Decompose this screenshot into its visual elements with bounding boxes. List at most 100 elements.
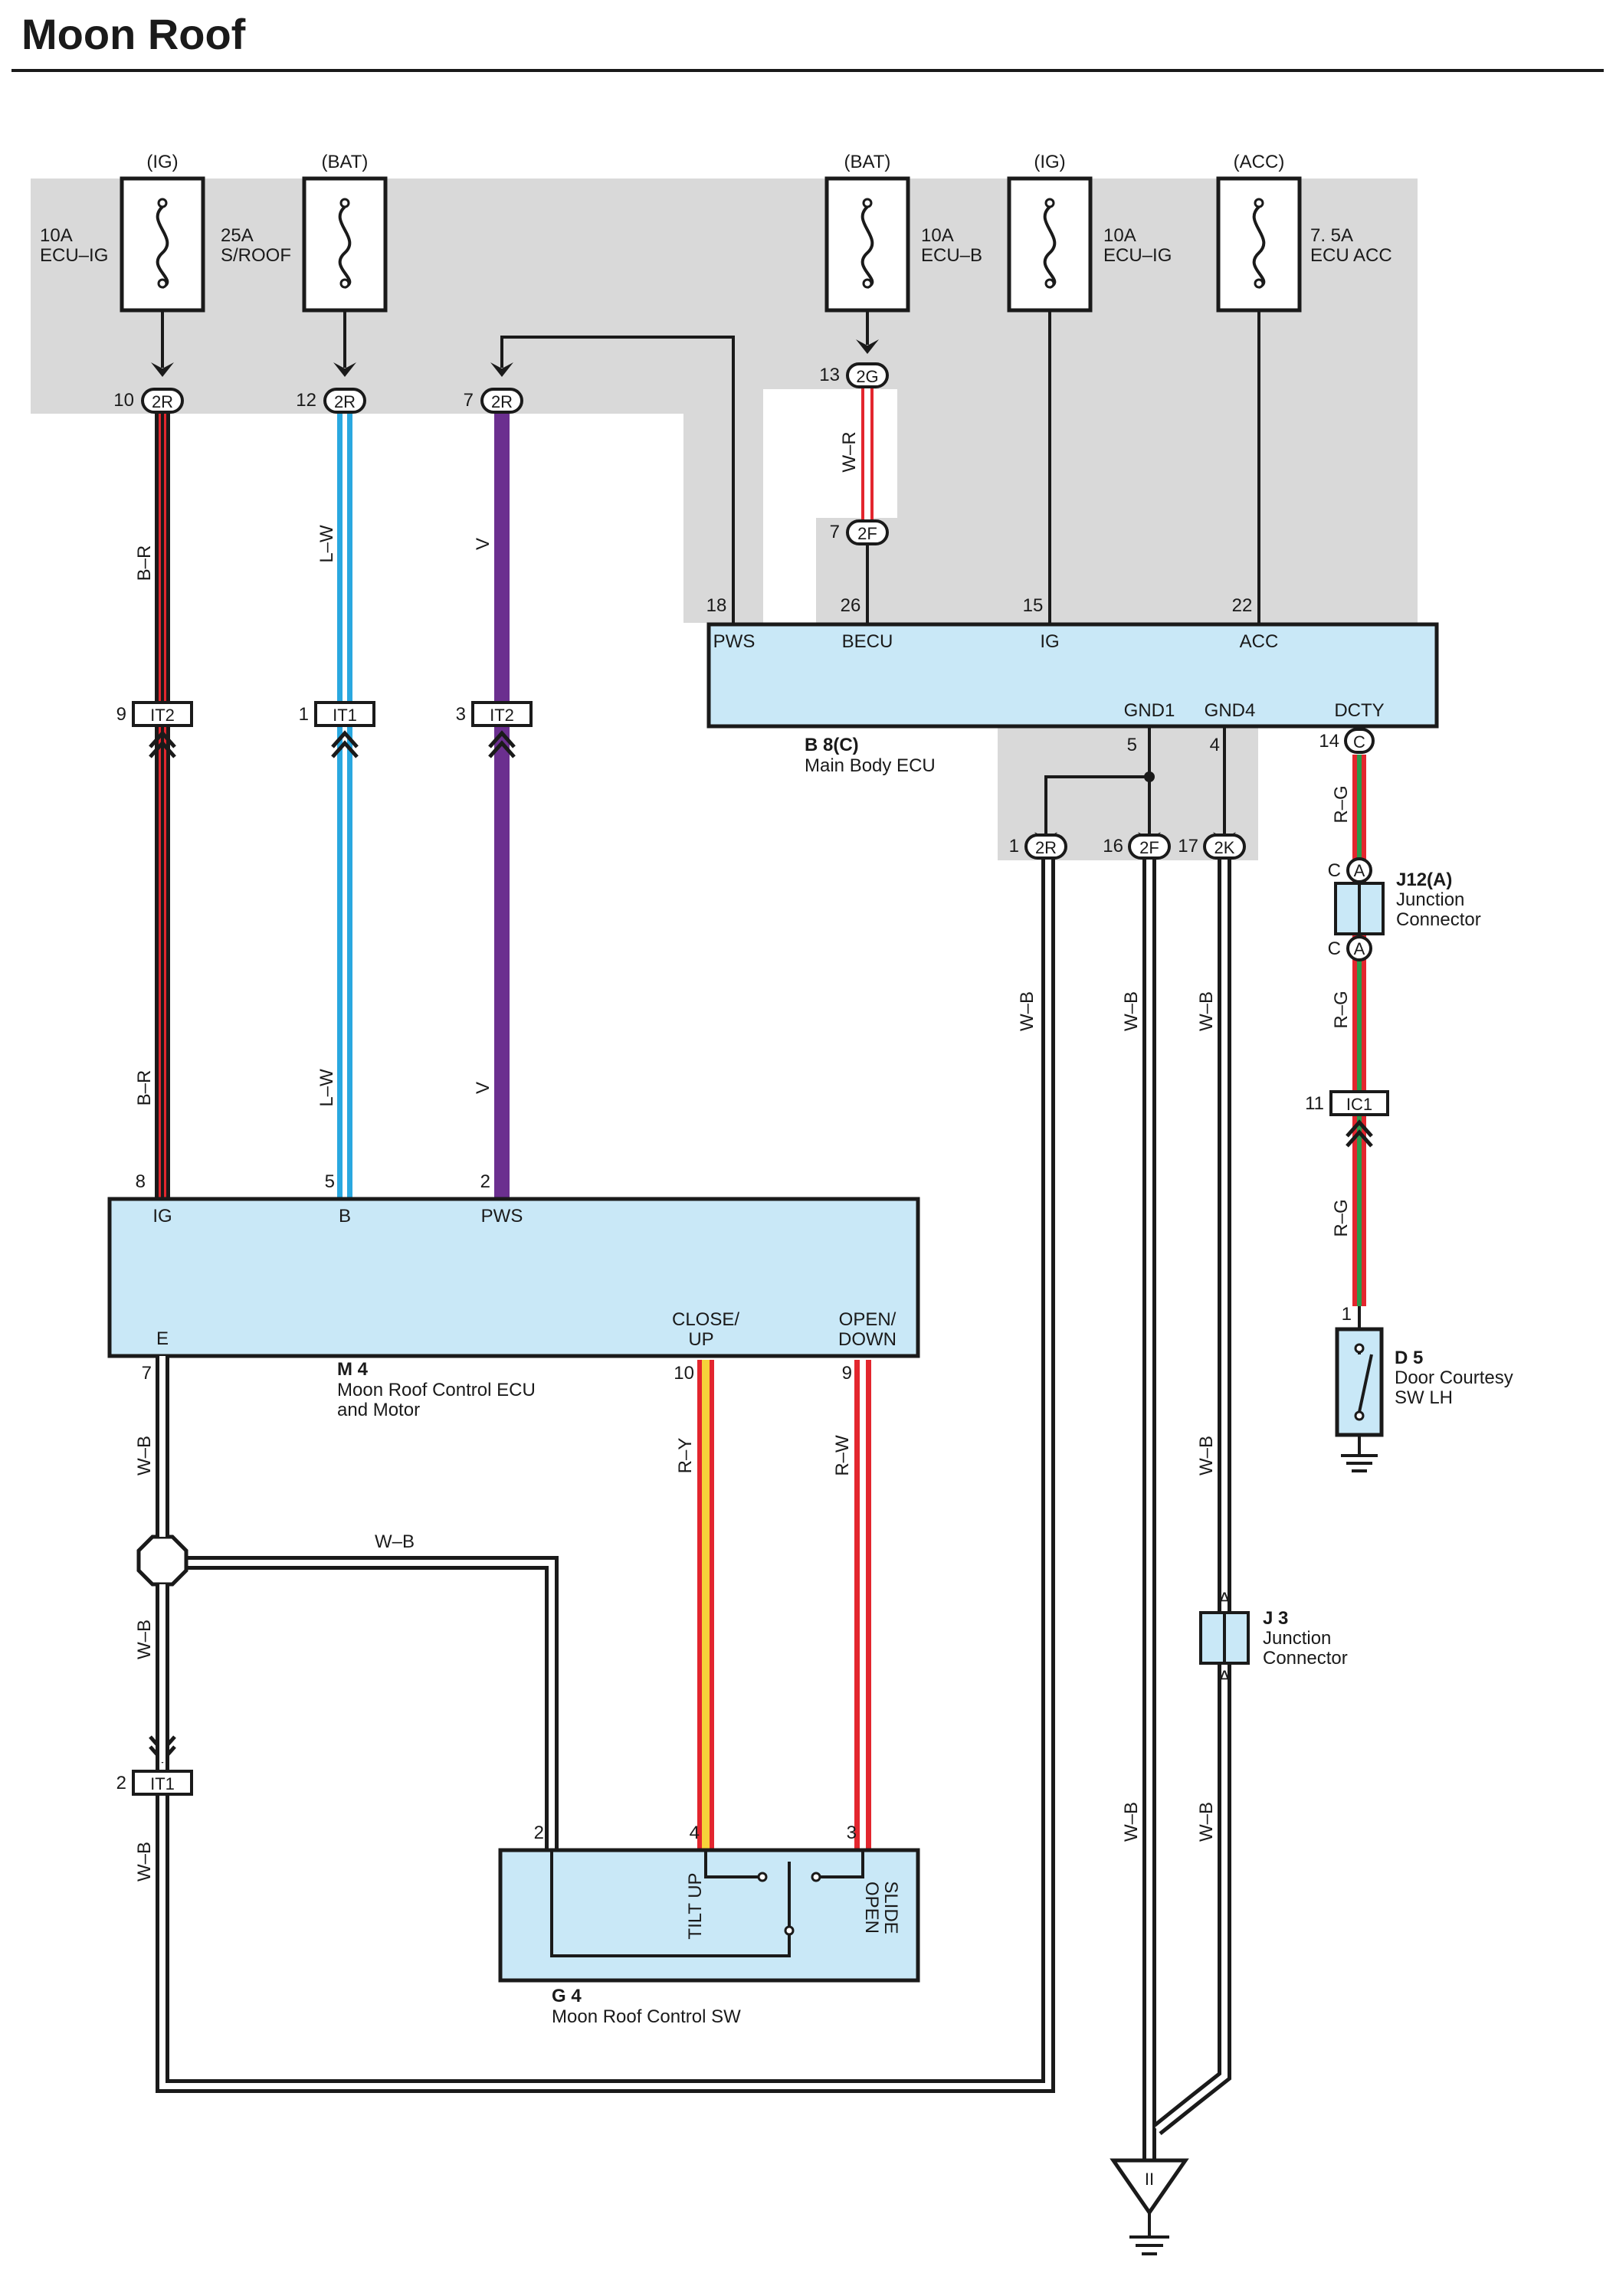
svg-text:2: 2 <box>534 1823 544 1843</box>
svg-text:17: 17 <box>1178 836 1198 856</box>
connector-it1-1: 1 IT1 <box>299 701 375 758</box>
wire-r-g <box>1352 755 1366 1306</box>
shade-cutout <box>763 389 897 518</box>
svg-text:Connector: Connector <box>1396 909 1481 930</box>
svg-text:7. 5A: 7. 5A <box>1310 225 1353 246</box>
svg-text:PWS: PWS <box>481 1206 523 1227</box>
splice-octagon <box>136 1534 188 1587</box>
svg-text:2R: 2R <box>491 392 513 411</box>
moon-roof-ecu: 8 5 2 IG B PWS E CLOSE/ UP OPEN/ DOWN 7 … <box>107 1171 920 1420</box>
svg-text:C: C <box>1328 860 1341 881</box>
svg-text:(BAT): (BAT) <box>322 152 369 172</box>
svg-text:DOWN: DOWN <box>838 1329 897 1350</box>
svg-text:IG: IG <box>152 1206 172 1227</box>
svg-text:B–R: B–R <box>134 545 155 581</box>
svg-text:BECU: BECU <box>842 631 893 652</box>
svg-text:12: 12 <box>296 390 316 411</box>
svg-text:Moon Roof Control ECU: Moon Roof Control ECU <box>337 1380 536 1400</box>
junction-dot <box>1144 771 1155 782</box>
svg-text:R–G: R–G <box>1331 991 1352 1028</box>
svg-text:11: 11 <box>1305 1093 1324 1114</box>
title-rule <box>11 69 1604 72</box>
wire-w-b-gnd4 <box>1152 854 1231 2136</box>
svg-text:A: A <box>1354 939 1365 958</box>
svg-text:13: 13 <box>819 365 840 385</box>
svg-text:C: C <box>1353 732 1365 752</box>
svg-text:9: 9 <box>842 1363 852 1384</box>
svg-text:Connector: Connector <box>1263 1648 1348 1669</box>
moon-roof-control-sw: 2 4 3 TILT UP SLIDE OPEN G 4 Moon Roof C… <box>498 1823 920 2027</box>
svg-text:14: 14 <box>1319 731 1339 752</box>
fuse-ecu-b: (BAT) 10A ECU–B <box>824 152 982 313</box>
svg-text:2: 2 <box>116 1773 126 1793</box>
svg-text:5: 5 <box>325 1171 335 1192</box>
svg-text:W–B: W–B <box>1121 991 1142 1031</box>
connector-ic1-11: 11 IC1 <box>1305 1090 1389 1148</box>
main-body-ecu: 18 26 15 22 PWS BECU IG ACC GND1 GND4 DC… <box>706 595 1439 776</box>
svg-text:SW LH: SW LH <box>1395 1387 1453 1408</box>
connector-it1-2: 2 IT1 <box>116 1735 193 1796</box>
svg-text:A: A <box>1354 861 1365 880</box>
svg-text:IT1: IT1 <box>333 706 357 725</box>
svg-text:25A: 25A <box>221 225 254 246</box>
svg-text:8: 8 <box>136 1171 146 1192</box>
gnd-leads <box>1044 726 1226 843</box>
svg-text:W–B: W–B <box>1121 1802 1142 1842</box>
svg-text:D 5: D 5 <box>1395 1348 1423 1368</box>
svg-text:B 8(C): B 8(C) <box>805 735 859 755</box>
svg-text:A: A <box>1218 1667 1231 1688</box>
svg-text:J 3: J 3 <box>1263 1608 1288 1629</box>
svg-text:7: 7 <box>830 522 840 542</box>
svg-text:15: 15 <box>1023 595 1044 616</box>
junction-connector-j12: A C A C J12(A) Junction Connector <box>1328 857 1481 961</box>
svg-text:10A: 10A <box>1103 225 1136 246</box>
wire-b-r <box>155 410 170 1199</box>
svg-text:R–Y: R–Y <box>675 1438 696 1474</box>
svg-text:V: V <box>473 1082 493 1094</box>
wire-w-b-sw-return <box>184 1556 559 1850</box>
svg-text:4: 4 <box>690 1823 700 1843</box>
svg-text:C: C <box>1328 938 1341 959</box>
svg-text:W–B: W–B <box>134 1842 155 1882</box>
svg-text:ECU–IG: ECU–IG <box>1103 245 1172 266</box>
wire-labels: B–R B–R L–W L–W V V W–R R–G R–G R–G W–B … <box>134 431 1352 1882</box>
svg-text:IG: IG <box>1040 631 1059 652</box>
svg-text:DCTY: DCTY <box>1334 700 1384 721</box>
svg-text:IT1: IT1 <box>150 1774 175 1793</box>
svg-text:2: 2 <box>480 1171 490 1192</box>
svg-text:(ACC): (ACC) <box>1234 152 1285 172</box>
svg-text:IT2: IT2 <box>150 706 175 725</box>
svg-text:(IG): (IG) <box>146 152 178 172</box>
svg-text:G 4: G 4 <box>552 1986 582 2006</box>
svg-text:IC1: IC1 <box>1346 1095 1372 1114</box>
svg-text:7: 7 <box>464 390 474 411</box>
wire-r-y <box>697 1360 714 1850</box>
svg-text:ECU–B: ECU–B <box>921 245 982 266</box>
svg-text:L–W: L–W <box>316 525 337 563</box>
svg-text:W–B: W–B <box>375 1531 415 1552</box>
svg-text:II: II <box>1145 2170 1154 2189</box>
svg-text:3: 3 <box>847 1823 857 1843</box>
d5-ground-icon <box>1341 1435 1378 1472</box>
connector-2f-7: 7 2F <box>830 519 889 545</box>
svg-text:(IG): (IG) <box>1034 152 1065 172</box>
shaded-area-right <box>816 179 1418 860</box>
svg-text:W–B: W–B <box>134 1436 155 1476</box>
svg-text:OPEN/: OPEN/ <box>839 1309 897 1330</box>
svg-text:GND1: GND1 <box>1124 700 1175 721</box>
svg-text:S/ROOF: S/ROOF <box>221 245 291 266</box>
svg-text:2R: 2R <box>152 392 173 411</box>
connector-it2-3: 3 IT2 <box>456 701 533 758</box>
svg-text:2G: 2G <box>856 367 878 386</box>
connector-2k-17: 17 2K <box>1178 834 1246 860</box>
svg-text:CLOSE/: CLOSE/ <box>672 1309 739 1330</box>
wire-w-r <box>861 383 874 521</box>
svg-text:1: 1 <box>1009 836 1019 856</box>
svg-text:A: A <box>1218 1589 1231 1610</box>
svg-text:SLIDE: SLIDE <box>880 1881 901 1934</box>
fuse-ecu-ig-left: (IG) 10A ECU–IG <box>40 152 205 313</box>
svg-text:W–B: W–B <box>1196 1436 1217 1476</box>
svg-text:2R: 2R <box>1035 838 1057 857</box>
svg-text:UP: UP <box>688 1329 713 1350</box>
